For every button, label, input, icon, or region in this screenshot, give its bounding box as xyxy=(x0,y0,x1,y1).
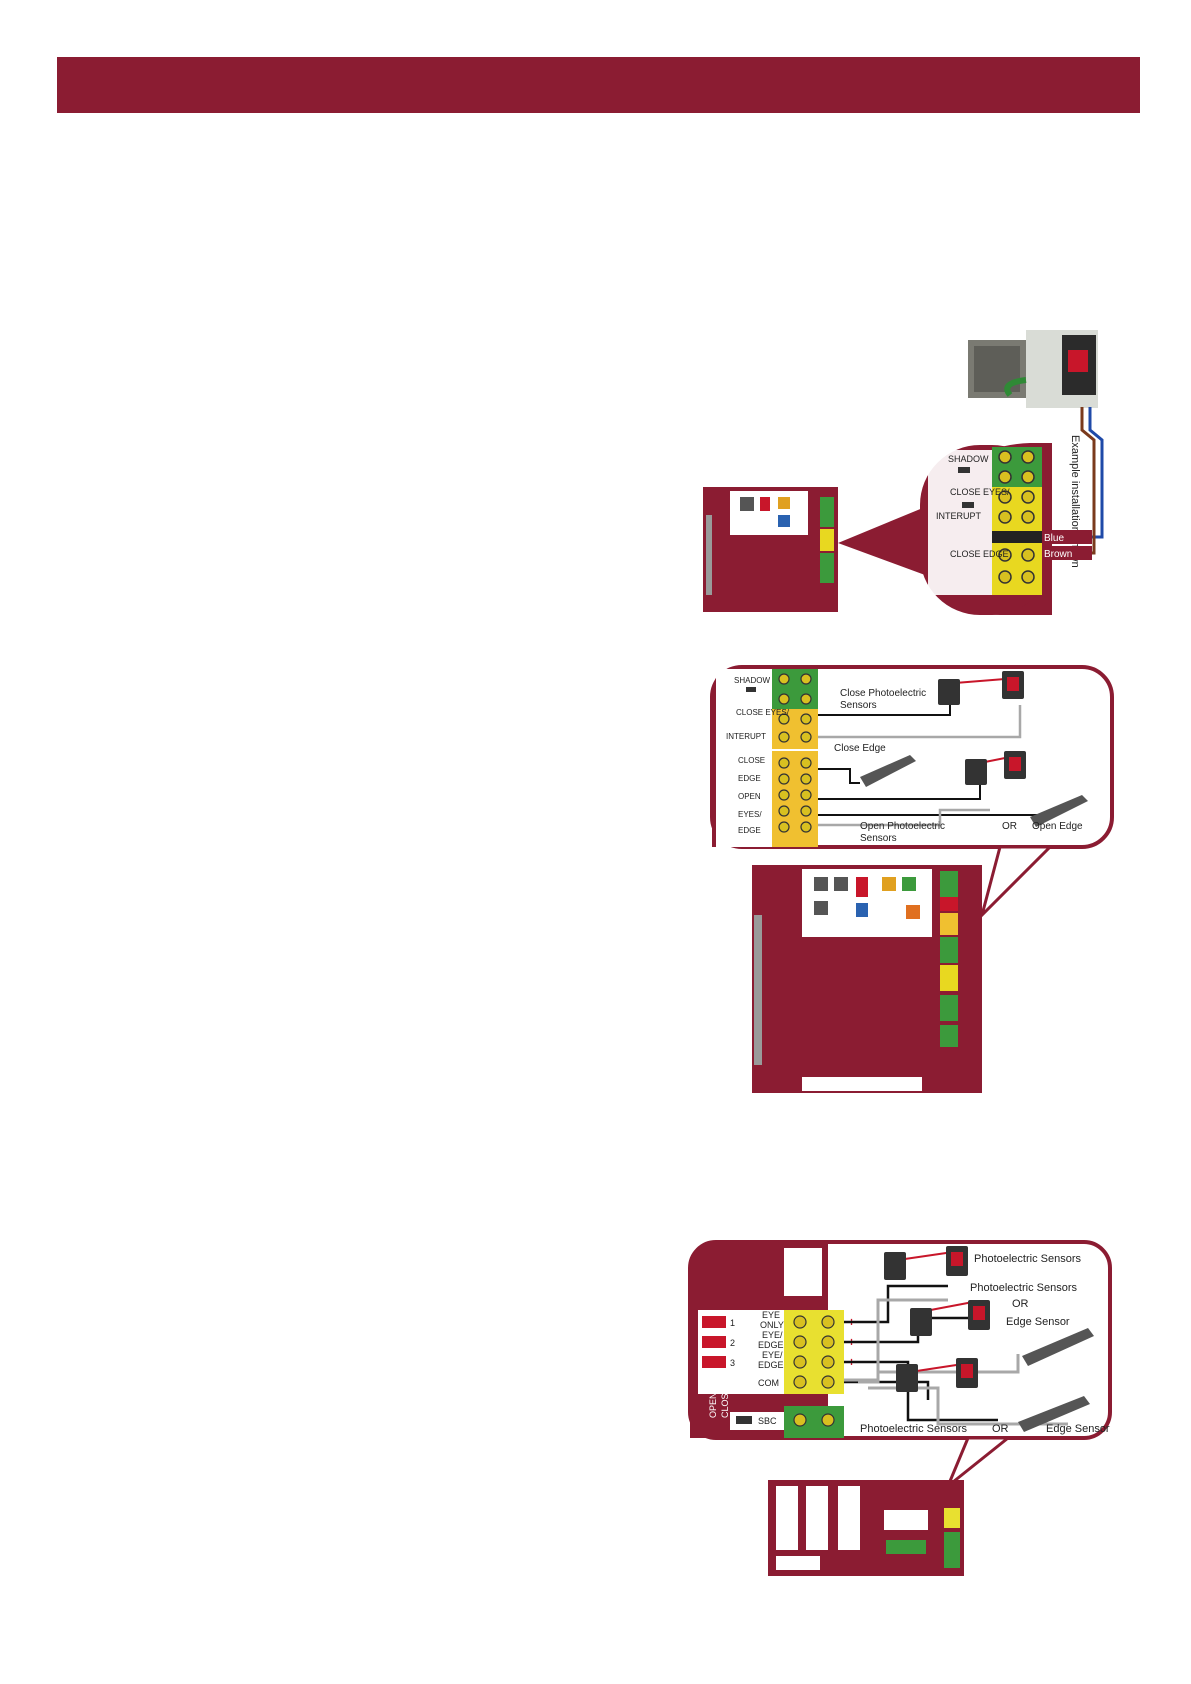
fig2-label-interupt: INTERUPT xyxy=(726,732,766,741)
figure-photo-eye-wiring: Example installation shown SHADOW CLOSE … xyxy=(703,330,1104,615)
fig2-label-open: OPEN xyxy=(738,792,761,801)
label-n1: 1 xyxy=(730,1318,735,1328)
label-close: CLOSE xyxy=(720,1387,730,1418)
close-photo-sensors xyxy=(938,671,1024,705)
fig2-label-open-edge: EDGE xyxy=(738,826,761,835)
photo-sensors-mid xyxy=(910,1300,990,1336)
fig2-label-close-eyes: CLOSE EYES/ xyxy=(736,708,790,717)
label-close-photo-1: Close Photoelectric xyxy=(840,688,926,699)
fig2-label-eyes: EYES/ xyxy=(738,810,762,819)
fig2-label-shadow: SHADOW xyxy=(734,676,770,685)
open-edge-sensor xyxy=(1030,795,1088,827)
label-shadow: SHADOW xyxy=(948,454,989,464)
label-eye: EYE xyxy=(762,1310,780,1320)
label-edge-bottom: Edge Sensor xyxy=(1046,1423,1110,1435)
photo-sensors-top xyxy=(884,1246,968,1280)
label-open-photo-1: Open Photoelectric xyxy=(860,821,945,832)
label-blue-wire: Blue xyxy=(1044,533,1064,544)
label-photo-top: Photoelectric Sensors xyxy=(974,1253,1081,1265)
edge-sensor-bottom xyxy=(1018,1396,1090,1432)
fig2-label-edge: EDGE xyxy=(738,774,761,783)
label-or: OR xyxy=(1002,821,1017,832)
label-open: OPEN xyxy=(708,1392,718,1418)
label-close-edge: Close Edge xyxy=(834,743,886,754)
label-com: COM xyxy=(758,1378,779,1388)
terminal-block-fig2: SHADOW CLOSE EYES/ INTERUPT CLOSE EDGE O… xyxy=(716,669,818,847)
open-photo-sensors xyxy=(965,751,1026,785)
label-n2: 2 xyxy=(730,1338,735,1348)
fig2-label-close: CLOSE xyxy=(738,756,765,765)
label-edge-1: EDGE xyxy=(758,1340,784,1350)
label-edge-3: EDGE xyxy=(758,1360,784,1370)
label-brown-wire: Brown xyxy=(1044,549,1072,560)
label-edge-mid: Edge Sensor xyxy=(1006,1316,1070,1328)
edge-sensor-mid xyxy=(1022,1328,1094,1366)
figure-close-open-sensors: SHADOW CLOSE EYES/ INTERUPT CLOSE EDGE O… xyxy=(710,665,1114,1093)
label-eye-edge-1: EYE/ xyxy=(762,1330,783,1340)
label-interupt: INTERUPT xyxy=(936,511,982,521)
label-photo-bottom: Photoelectric Sensors xyxy=(860,1423,967,1435)
close-edge-sensor xyxy=(860,755,916,787)
label-only: ONLY xyxy=(760,1320,784,1330)
label-open-edge: Open Edge xyxy=(1032,821,1083,832)
label-n3: 3 xyxy=(730,1358,735,1368)
header-bar xyxy=(57,57,1140,113)
label-eye-edge-3: EYE/ xyxy=(762,1350,783,1360)
photo-sensor-image xyxy=(968,330,1098,408)
label-close-eyes: CLOSE EYES/ xyxy=(950,487,1010,497)
terminal-block-fig3: 1 2 3 EYE ONLY EYE/ EDGE EYE/ EDGE COM O… xyxy=(698,1248,844,1438)
label-sbc: SBC xyxy=(758,1416,777,1426)
label-open-photo-2: Sensors xyxy=(860,833,897,844)
label-or-bottom: OR xyxy=(992,1423,1009,1435)
mini-control-board xyxy=(703,487,838,612)
label-photo-mid: Photoelectric Sensors xyxy=(970,1282,1077,1294)
control-board-fig2 xyxy=(752,865,982,1093)
terminal-block-closeup: SHADOW CLOSE EYES/ INTERUPT CLOSE EDGE xyxy=(928,447,1042,595)
control-board-fig3 xyxy=(768,1480,964,1576)
label-close-edge: CLOSE EDGE xyxy=(950,549,1009,559)
label-close-photo-2: Sensors xyxy=(840,700,877,711)
label-or-mid: OR xyxy=(1012,1298,1029,1310)
photo-sensors-bottom xyxy=(896,1358,978,1392)
figure-multi-sensor-wiring: 1 2 3 EYE ONLY EYE/ EDGE EYE/ EDGE COM O… xyxy=(688,1240,1112,1576)
